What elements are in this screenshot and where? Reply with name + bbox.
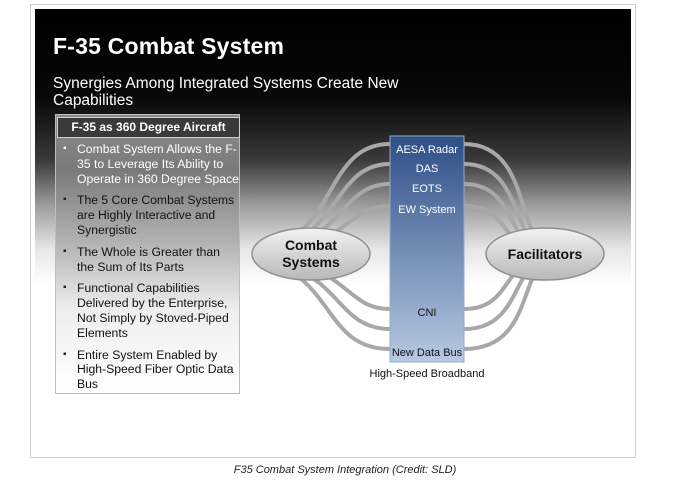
- node-label-line: Combat: [285, 237, 337, 253]
- bus-item-label: EW System: [398, 204, 455, 216]
- bullet-item: ▪The Whole is Greater than the Sum of It…: [63, 244, 220, 274]
- bullet-item: ▪The 5 Core Combat Systems are Highly In…: [63, 193, 235, 237]
- bullet-marker-icon: ▪: [63, 245, 67, 257]
- bullet-item: ▪Combat System Allows the F-35 to Levera…: [63, 142, 239, 186]
- slide-title: F-35 Combat System: [53, 33, 285, 59]
- bus-item-label: CNI: [418, 307, 437, 319]
- bullet-item: ▪Functional Capabilities Delivered by th…: [63, 281, 229, 340]
- bullet-list: ▪Combat System Allows the F-35 to Levera…: [63, 142, 239, 399]
- bullet-marker-icon: ▪: [63, 194, 67, 206]
- slide-subtitle: Synergies Among Integrated Systems Creat…: [53, 75, 399, 109]
- bullet-item: ▪Entire System Enabled by High-Speed Fib…: [63, 347, 234, 392]
- bullet-marker-icon: ▪: [63, 348, 67, 360]
- bullet-marker-icon: ▪: [63, 143, 67, 154]
- figure-frame: F-35 Combat System Synergies Among Integ…: [30, 4, 636, 458]
- figure-caption: F35 Combat System Integration (Credit: S…: [233, 464, 457, 476]
- bus-caption: High-Speed Broadband: [370, 368, 485, 380]
- bus-item-label: New Data Bus: [392, 347, 463, 359]
- bullet-marker-icon: ▪: [63, 282, 67, 294]
- bullet-panel: [55, 114, 240, 394]
- bus-item-label: AESA Radar: [396, 144, 458, 156]
- node-label: Facilitators: [508, 246, 583, 262]
- slide: F-35 Combat System Synergies Among Integ…: [35, 9, 631, 453]
- facilitators-node: [485, 227, 605, 281]
- node-label-line: Systems: [282, 254, 340, 270]
- integration-diagram: AESA Radar DAS EOTS EW System CNI New Da…: [251, 135, 605, 380]
- panel-header: F-35 as 360 Degree Aircraft: [57, 117, 240, 138]
- combat-systems-node: [251, 227, 371, 281]
- bus-item-label: EOTS: [412, 183, 442, 195]
- bus-item-label: DAS: [416, 163, 439, 175]
- data-bus-column: [389, 135, 465, 363]
